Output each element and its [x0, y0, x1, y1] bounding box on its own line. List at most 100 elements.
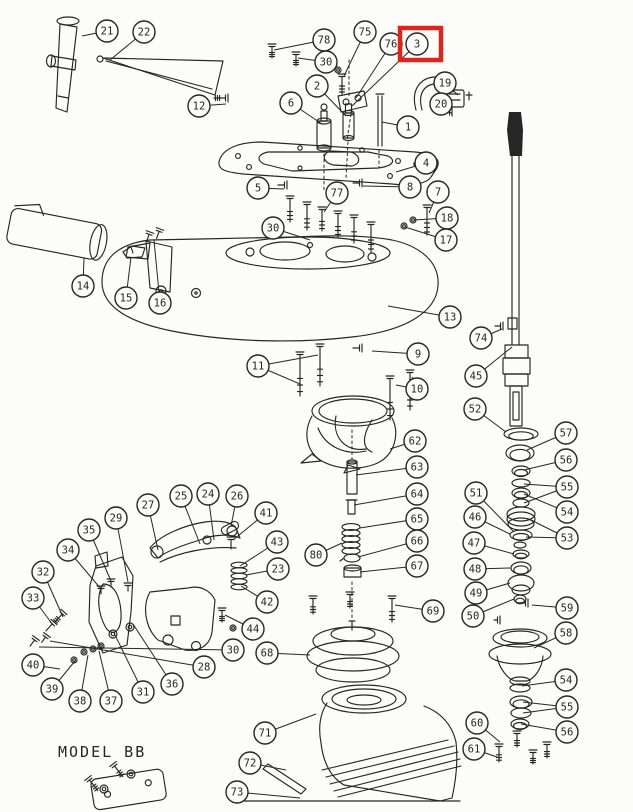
callout-number: 11 — [252, 361, 265, 373]
callout-2[interactable]: 2 — [305, 74, 347, 117]
callout-4[interactable]: 4 — [395, 151, 438, 175]
callout-76[interactable]: 76 — [355, 32, 403, 99]
callout-53[interactable]: 53 — [525, 518, 579, 550]
seal-ring-part — [512, 549, 530, 560]
callout-9[interactable]: 9 — [371, 342, 430, 366]
callout-number: 10 — [411, 384, 424, 396]
callout-number: 5 — [255, 183, 261, 195]
callout-27[interactable]: 27 — [136, 493, 160, 551]
callout-number: 34 — [62, 545, 75, 557]
callout-45[interactable]: 45 — [464, 346, 513, 388]
callout-number: 28 — [198, 662, 211, 674]
callout-29[interactable]: 29 — [104, 506, 129, 583]
callout-68[interactable]: 68 — [255, 641, 311, 665]
callout-49[interactable]: 49 — [464, 581, 511, 605]
callout-17[interactable]: 17 — [404, 226, 458, 252]
callout-7[interactable]: 7 — [426, 180, 450, 214]
seal-ring-part — [506, 506, 536, 522]
callout-37[interactable]: 37 — [98, 650, 123, 713]
callout-58[interactable]: 58 — [533, 621, 578, 649]
callout-15[interactable]: 15 — [114, 256, 138, 310]
callout-13[interactable]: 13 — [387, 305, 462, 329]
callout-72[interactable]: 72 — [238, 751, 287, 775]
callout-5[interactable]: 5 — [246, 176, 285, 200]
callout-22[interactable]: 22 — [109, 20, 156, 61]
callout-71[interactable]: 71 — [253, 713, 317, 745]
callout-number: 78 — [318, 35, 331, 47]
callout-21[interactable]: 21 — [81, 19, 119, 43]
callout-30[interactable]: 30 — [297, 50, 338, 74]
callout-11[interactable]: 11 — [246, 354, 319, 385]
callout-34[interactable]: 34 — [56, 538, 102, 590]
callout-41[interactable]: 41 — [232, 501, 278, 541]
callout-number: 35 — [83, 525, 96, 537]
callout-30[interactable]: 30 — [38, 638, 245, 662]
callout-77[interactable]: 77 — [323, 181, 349, 213]
callout-30[interactable]: 30 — [261, 216, 311, 241]
callout-54[interactable]: 54 — [523, 493, 579, 524]
callout-80[interactable]: 80 — [304, 542, 343, 567]
callout-60[interactable]: 60 — [465, 711, 501, 743]
callout-number: 16 — [154, 298, 167, 310]
callout-28[interactable]: 28 — [49, 640, 216, 679]
callout-51[interactable]: 51 — [464, 481, 515, 533]
fin-plate-part — [321, 739, 462, 798]
callout-56[interactable]: 56 — [523, 448, 578, 472]
callout-6[interactable]: 6 — [279, 91, 323, 125]
callout-57[interactable]: 57 — [526, 421, 578, 451]
callout-20[interactable]: 20 — [429, 92, 453, 116]
callout-50[interactable]: 50 — [461, 598, 515, 628]
callout-74[interactable]: 74 — [469, 326, 503, 350]
callout-55[interactable]: 55 — [522, 695, 579, 719]
screw-part — [145, 230, 155, 242]
callout-14[interactable]: 14 — [71, 257, 95, 298]
callout-63[interactable]: 63 — [355, 455, 429, 479]
washer-part — [80, 648, 88, 656]
callout-43[interactable]: 43 — [239, 530, 289, 567]
callout-61[interactable]: 61 — [462, 737, 498, 761]
callout-24[interactable]: 24 — [196, 482, 220, 541]
callout-23[interactable]: 23 — [245, 557, 290, 581]
callout-48[interactable]: 48 — [463, 557, 512, 581]
callout-12[interactable]: 12 — [187, 94, 227, 118]
callout-66[interactable]: 66 — [357, 529, 429, 558]
callout-19[interactable]: 19 — [433, 71, 459, 96]
callout-52[interactable]: 52 — [463, 397, 507, 433]
callout-25[interactable]: 25 — [169, 484, 201, 545]
callout-75[interactable]: 75 — [343, 20, 377, 77]
callout-38[interactable]: 38 — [68, 654, 92, 713]
callout-39[interactable]: 39 — [40, 660, 76, 701]
callout-10[interactable]: 10 — [395, 376, 429, 401]
callout-42[interactable]: 42 — [240, 585, 279, 614]
callout-8[interactable]: 8 — [362, 175, 422, 199]
callout-59[interactable]: 59 — [531, 596, 579, 620]
callout-3[interactable]: 3 — [351, 32, 429, 107]
callout-47[interactable]: 47 — [462, 531, 515, 555]
washer-part — [400, 222, 408, 230]
callout-54[interactable]: 54 — [521, 668, 578, 692]
callout-56[interactable]: 56 — [520, 720, 579, 744]
callout-67[interactable]: 67 — [359, 554, 429, 578]
callout-33[interactable]: 33 — [21, 586, 54, 626]
callout-40[interactable]: 40 — [21, 653, 61, 677]
callout-31[interactable]: 31 — [113, 632, 155, 704]
callout-number: 21 — [101, 26, 114, 38]
callout-62[interactable]: 62 — [389, 429, 427, 453]
callout-69[interactable]: 69 — [394, 599, 445, 623]
callout-18[interactable]: 18 — [413, 206, 459, 230]
callout-26[interactable]: 26 — [225, 484, 249, 527]
callout-number: 77 — [331, 188, 344, 200]
callout-73[interactable]: 73 — [225, 780, 301, 804]
callout-1[interactable]: 1 — [381, 115, 420, 139]
callout-35[interactable]: 35 — [77, 518, 112, 582]
callout-55[interactable]: 55 — [523, 475, 579, 504]
callout-65[interactable]: 65 — [359, 507, 429, 531]
callout-32[interactable]: 32 — [31, 560, 64, 618]
callout-36[interactable]: 36 — [132, 623, 184, 696]
callout-16[interactable]: 16 — [148, 239, 172, 315]
callout-64[interactable]: 64 — [353, 482, 429, 506]
callout-78[interactable]: 78 — [273, 28, 336, 52]
callout-44[interactable]: 44 — [224, 614, 265, 641]
callout-46[interactable]: 46 — [463, 505, 511, 535]
